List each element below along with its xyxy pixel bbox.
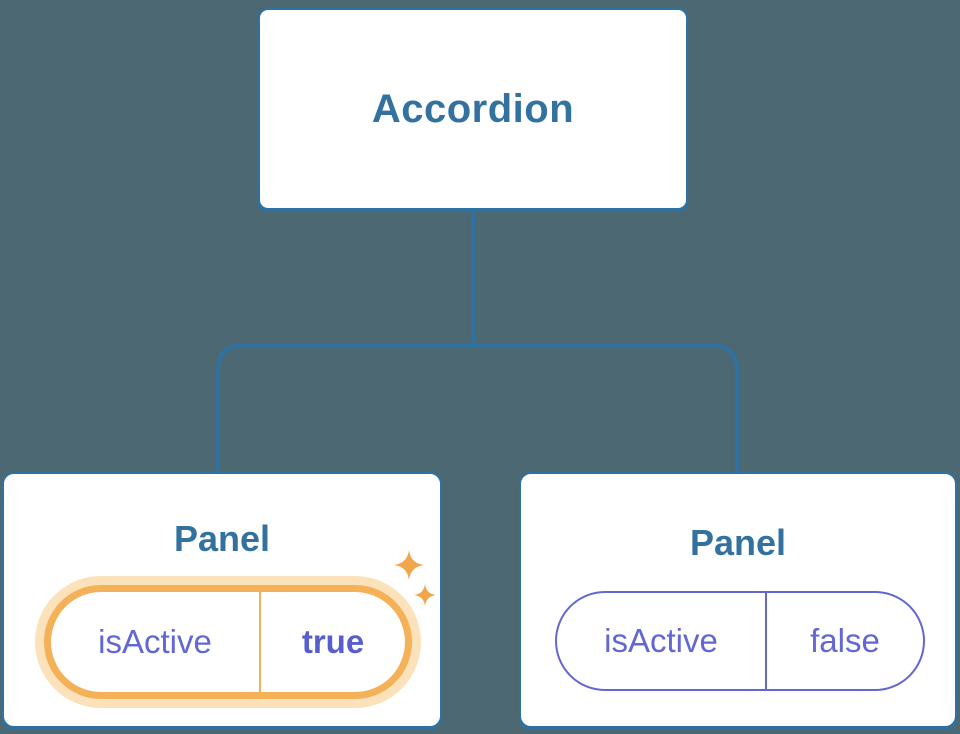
panel-title: Panel <box>173 518 271 559</box>
connector-branch <box>216 343 739 473</box>
accordion-node-label: Accordion <box>371 86 575 131</box>
sparkle-small <box>414 584 436 606</box>
prop-value: true <box>301 623 365 660</box>
prop-value: false <box>810 622 880 659</box>
prop-pill-active: isActive true <box>44 585 412 699</box>
prop-pill-inactive: isActive false <box>555 591 925 691</box>
prop-name: isActive <box>557 593 767 689</box>
panel-title: Panel <box>689 522 787 563</box>
sparkles-icon <box>394 550 436 606</box>
accordion-node: Accordion <box>258 8 688 210</box>
sparkle-large <box>394 550 424 580</box>
panel-node-active: Panel isActive true <box>2 472 442 728</box>
panel-node-inactive: Panel isActive false <box>519 472 957 728</box>
prop-name: isActive <box>51 592 261 692</box>
